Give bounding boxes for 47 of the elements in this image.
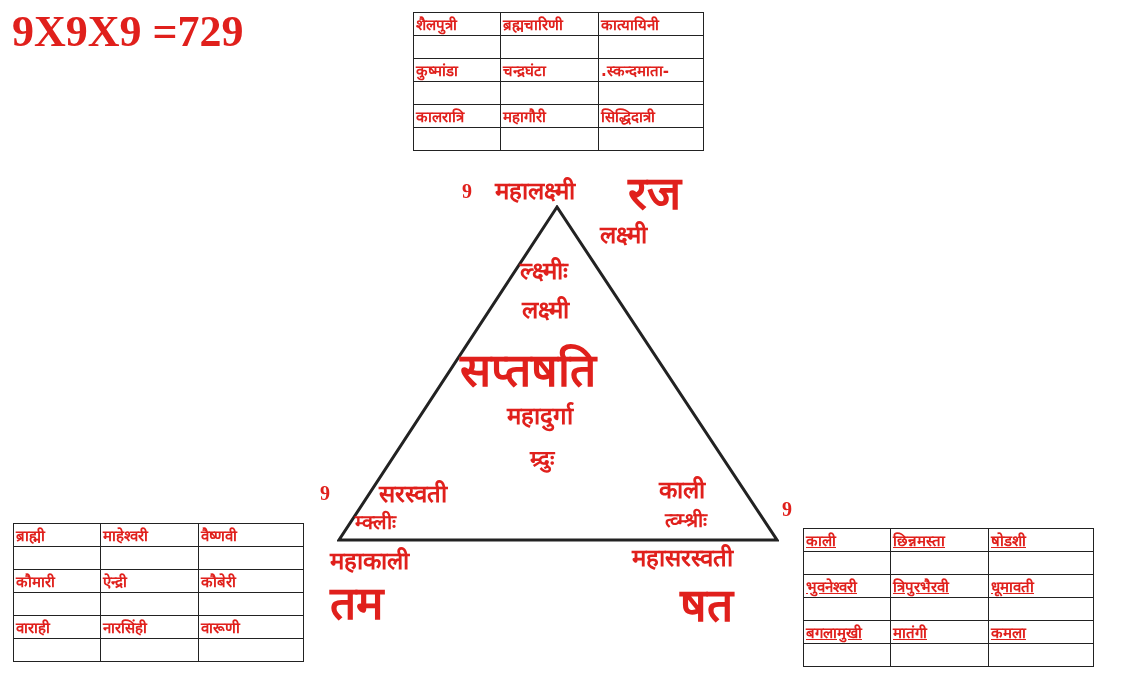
triangle-text: महादुर्गा: [507, 403, 573, 430]
vertex-label: महाकाली: [330, 548, 409, 575]
table-cell: कौमारी: [13, 569, 101, 593]
vertex-number: 9: [782, 498, 792, 520]
table-cell: वाराही: [13, 615, 101, 639]
triangle-text: म्क्लीः: [355, 511, 396, 533]
table-cell: ऐन्द्री: [100, 569, 199, 593]
title: 9X9X9 =729: [12, 8, 244, 57]
table-cell: कमला: [988, 620, 1094, 644]
triangle-text: त्व्म्श्रीः: [665, 509, 707, 531]
table-cell: कौबेरी: [198, 569, 304, 593]
table-cell: शैलपुत्री: [413, 12, 501, 36]
table-cell: काली: [803, 528, 891, 552]
vertex-number: 9: [462, 180, 472, 202]
table-cell: ब्रह्मचारिणी: [500, 12, 599, 36]
table-cell: बगलामुखी: [803, 620, 891, 644]
vertex-number: 9: [320, 482, 330, 504]
triangle-text: लक्ष्मी: [522, 297, 569, 324]
table-cell: महागौरी: [500, 104, 599, 128]
table-cell: धूमावती: [988, 574, 1094, 598]
table-cell: नारसिंही: [100, 615, 199, 639]
vertex-label: तम: [330, 578, 384, 629]
table-cell: वारूणी: [198, 615, 304, 639]
vertex-label: रज: [628, 168, 681, 219]
table-cell: कात्यायिनी: [598, 12, 704, 36]
table-cell: .स्कन्दमाता-: [598, 58, 704, 82]
table-cell: षोडशी: [988, 528, 1094, 552]
table-cell: त्रिपुरभैरवी: [890, 574, 989, 598]
table-cell: चन्द्रघंटा: [500, 58, 599, 82]
triangle-text: काली: [659, 477, 705, 504]
table-cell: कालरात्रि: [413, 104, 501, 128]
table-cell: माहेश्वरी: [100, 523, 199, 547]
table-cell: छिन्नमस्ता: [890, 528, 989, 552]
table-cell: भुवनेश्वरी: [803, 574, 891, 598]
vertex-label: लक्ष्मी: [600, 222, 647, 249]
vertex-label: महालक्ष्मी: [495, 178, 575, 205]
table-cell: ब्राह्मी: [13, 523, 101, 547]
triangle-text: म्र्दुः: [530, 447, 554, 472]
table-cell: मातंगी: [890, 620, 989, 644]
triangle-text: ल्क्ष्मीः: [520, 258, 568, 285]
vertex-label: महासरस्वती: [632, 545, 733, 572]
table-cell: सिद्धिदात्री: [598, 104, 704, 128]
center-title: सप्तषति: [460, 345, 596, 396]
table-cell: वैष्णवी: [198, 523, 304, 547]
triangle-text: सरस्वती: [379, 481, 447, 508]
table-cell: कुष्मांडा: [413, 58, 501, 82]
vertex-label: षत: [680, 580, 733, 631]
